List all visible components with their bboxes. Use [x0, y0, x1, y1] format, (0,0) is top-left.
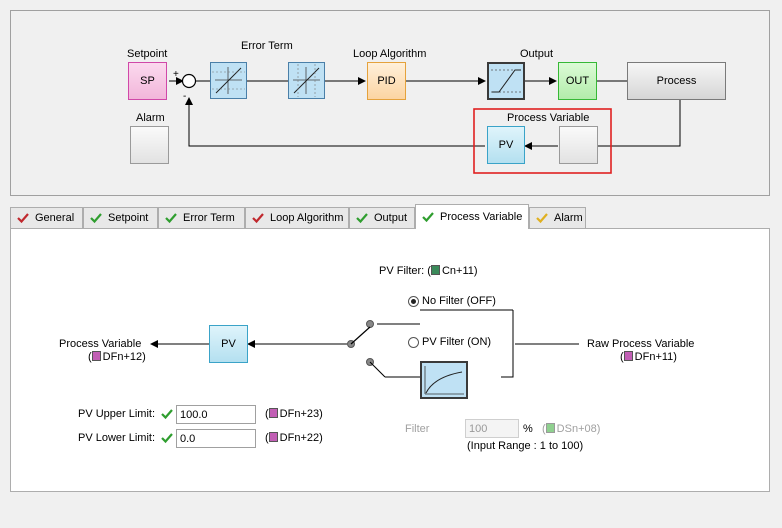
setpoint-label: Setpoint [127, 48, 168, 60]
filter-unit: % [523, 423, 533, 435]
address-open-paren: ( [265, 432, 269, 444]
bit-memory-icon [430, 265, 440, 275]
raw-pv-address-text: DFn+11) [634, 351, 677, 363]
process-variable-address-text: DFn+12) [102, 351, 146, 363]
no-filter-radio[interactable] [408, 296, 419, 307]
tab-error-term[interactable]: Error Term [158, 207, 245, 228]
pv-filter-header: PV Filter: ( Cn+11) [379, 265, 478, 277]
pv-filter-on-label: PV Filter (ON) [422, 336, 492, 348]
setpoint-block-label: SP [140, 75, 155, 87]
tab-loop-algorithm-label: Loop Algorithm [270, 212, 344, 224]
alarm-block[interactable] [130, 126, 169, 164]
sum-minus-sign: - [183, 91, 187, 102]
pv-filter-graph-block[interactable] [420, 361, 468, 399]
pv-lower-limit-label: PV Lower Limit: [78, 432, 156, 444]
ok-check-icon [422, 212, 434, 223]
tab-setpoint-label: Setpoint [108, 212, 149, 224]
pv-block-label: PV [498, 139, 514, 151]
pv-output-block-label: PV [221, 338, 236, 350]
tab-general[interactable]: General [10, 207, 83, 228]
float-memory-icon [623, 351, 633, 361]
out-block-label: OUT [565, 75, 590, 87]
raw-pv-address: ( DFn+11) [620, 351, 677, 363]
ok-check-icon [356, 213, 368, 224]
pv-lower-limit-address: ( DFn+22) [265, 432, 323, 444]
pv-filter-on-radio[interactable] [408, 337, 419, 348]
diagram-wires [169, 73, 681, 174]
tab-alarm[interactable]: Alarm [529, 207, 586, 228]
address-open-paren: ( [542, 423, 546, 435]
no-filter-label: No Filter (OFF) [422, 295, 496, 307]
pv-signal-diagram [150, 309, 579, 378]
pv-output-block[interactable]: PV [209, 325, 248, 363]
out-block[interactable]: OUT [558, 62, 597, 100]
tab-output-label: Output [374, 212, 408, 224]
output-label: Output [520, 48, 554, 60]
tab-output[interactable]: Output [349, 207, 415, 228]
word-memory-icon [545, 423, 555, 433]
ok-check-icon [161, 409, 173, 420]
address-open-paren: ( [265, 408, 269, 420]
process-variable-tab-page: PV Filter: ( Cn+11) No Filter (OFF) PV Fi… [10, 228, 770, 492]
pv-lower-limit-input[interactable] [176, 429, 256, 448]
linear-graph-icon [212, 67, 245, 94]
process-variable-address: ( DFn+12) [88, 351, 146, 363]
filter-curve-icon [424, 366, 464, 395]
filter-label: Filter [405, 423, 430, 435]
pv-filter-address: Cn+11) [441, 265, 478, 277]
input-range-text: (Input Range : 1 to 100) [467, 440, 584, 452]
address-open-paren: ( [88, 351, 92, 363]
alarm-label: Alarm [136, 112, 165, 124]
pv-upper-limit-input[interactable] [176, 405, 256, 424]
float-memory-icon [91, 351, 101, 361]
pv-filter-block[interactable] [559, 126, 598, 164]
filter-address-text: DSn+08) [556, 423, 601, 435]
tab-error-term-label: Error Term [183, 212, 235, 224]
ok-check-icon [90, 213, 102, 224]
control-loop-diagram: + - Setpoint Error Term Loop Algorithm O… [10, 10, 770, 196]
ok-check-icon [161, 433, 173, 444]
warning-check-icon [536, 213, 548, 224]
process-block[interactable]: Process [627, 62, 726, 100]
error-term-label: Error Term [241, 40, 293, 52]
sum-plus-sign: + [173, 69, 179, 80]
output-ramp-icon [491, 69, 521, 93]
linear-graph-icon [293, 64, 320, 97]
pid-block-label: PID [377, 75, 396, 87]
error-term-block-1[interactable] [210, 62, 247, 99]
tab-process-variable-label: Process Variable [440, 211, 523, 223]
tab-general-label: General [35, 212, 75, 224]
pv-upper-limit-address: ( DFn+23) [265, 408, 323, 420]
setpoint-block[interactable]: SP [128, 62, 167, 100]
error-check-icon [17, 213, 29, 224]
tab-alarm-label: Alarm [554, 212, 583, 224]
pv-filter-label: PV Filter: ( [379, 265, 431, 277]
filter-address: ( DSn+08) [542, 423, 600, 435]
process-block-label: Process [656, 75, 697, 87]
pv-lower-address-text: DFn+22) [279, 432, 323, 444]
pv-upper-address-text: DFn+23) [279, 408, 323, 420]
process-variable-label: Process Variable [507, 112, 590, 124]
tab-process-variable[interactable]: Process Variable [415, 204, 529, 229]
loop-algorithm-label: Loop Algorithm [353, 48, 427, 60]
pv-upper-limit-label: PV Upper Limit: [78, 408, 156, 420]
error-term-block-2[interactable] [288, 62, 325, 99]
raw-pv-label: Raw Process Variable [587, 338, 695, 350]
error-check-icon [252, 213, 264, 224]
address-open-paren: ( [620, 351, 624, 363]
pid-block[interactable]: PID [367, 62, 406, 100]
tab-setpoint[interactable]: Setpoint [83, 207, 158, 228]
filter-input[interactable] [465, 419, 519, 438]
pv-block[interactable]: PV [487, 126, 525, 164]
process-variable-output-label: Process Variable [59, 338, 142, 350]
float-memory-icon [268, 432, 278, 442]
output-graph-block[interactable] [487, 62, 525, 100]
float-memory-icon [268, 408, 278, 418]
ok-check-icon [165, 213, 177, 224]
tab-loop-algorithm[interactable]: Loop Algorithm [245, 207, 349, 228]
